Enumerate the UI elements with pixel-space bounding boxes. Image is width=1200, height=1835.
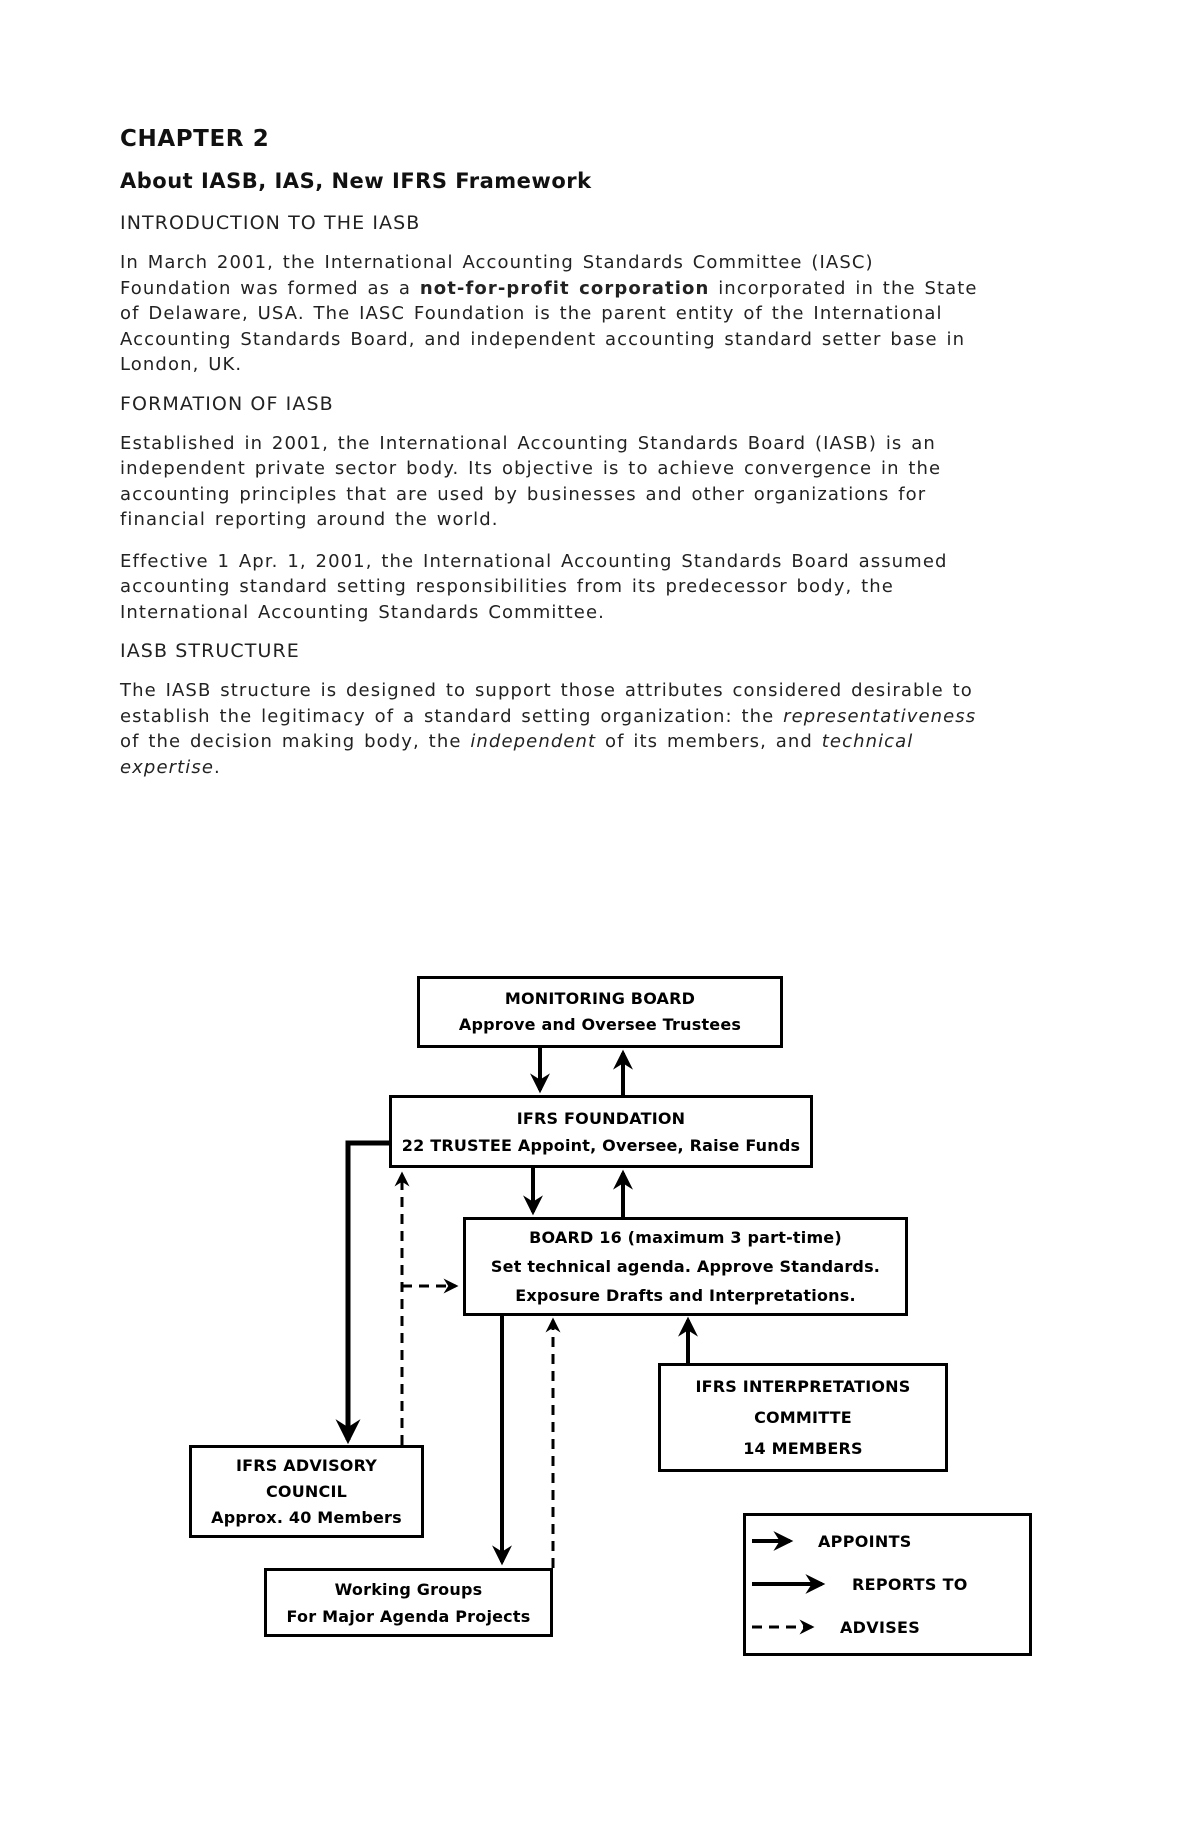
- box-monitoring-board-role: Approve and Oversee Trustees: [458, 1015, 742, 1034]
- diagram-connectors: [335, 1048, 698, 1568]
- section-heading-introduction: INTRODUCTION TO THE IASB: [120, 212, 421, 234]
- box-ifrs-advisory-council: IFRS ADVISORY COUNCIL Approx. 40 Members: [189, 1445, 424, 1538]
- box-ifrs-foundation-title: IFRS FOUNDATION: [516, 1108, 686, 1128]
- box-ifrs-foundation: IFRS FOUNDATION 22 TRUSTEE Appoint, Over…: [389, 1095, 813, 1168]
- box-advisory-title-1: IFRS ADVISORY: [235, 1455, 378, 1475]
- text-column: CHAPTER 2 About IASB, IAS, New IFRS Fram…: [120, 126, 1088, 780]
- section-heading-formation: FORMATION OF IASB: [120, 392, 334, 415]
- box-ifrs-interpretations-committee: IFRS INTERPRETATIONS COMMITTE 14 MEMBERS: [658, 1363, 948, 1472]
- box-working-groups: Working Groups For Major Agenda Projects: [264, 1568, 553, 1637]
- box-board-16-role-1: Set technical agenda. Approve Standards.: [490, 1257, 881, 1276]
- legend-row-reports-to: REPORTS TO: [750, 1572, 1029, 1596]
- chapter-heading: CHAPTER 2: [120, 126, 270, 152]
- box-ifrs-foundation-role: 22 TRUSTEE Appoint, Oversee, Raise Funds: [401, 1135, 801, 1155]
- legend-label-advises: ADVISES: [840, 1617, 921, 1637]
- box-advisory-members: Approx. 40 Members: [211, 1507, 402, 1527]
- paragraph-introduction-1: In March 2001, the International Account…: [120, 252, 978, 375]
- reports-to-arrow-icon: [752, 1574, 826, 1594]
- box-advisory-title-2: COUNCIL: [265, 1481, 348, 1501]
- box-interpretations-members: 14 MEMBERS: [743, 1439, 863, 1458]
- arrow-foundation-appoints-advisory: [335, 1140, 391, 1445]
- legend-row-appoints: APPOINTS: [750, 1529, 1029, 1553]
- box-working-groups-role: For Major Agenda Projects: [286, 1606, 531, 1626]
- advises-arrow-icon: [752, 1619, 815, 1635]
- legend-label-reports-to: REPORTS TO: [852, 1574, 968, 1594]
- appoints-arrow-icon: [752, 1531, 794, 1551]
- section-heading-structure: IASB STRUCTURE: [120, 640, 300, 662]
- paragraph-formation-1: Established in 2001, the International A…: [120, 432, 942, 531]
- page-title: About IASB, IAS, New IFRS Framework: [120, 169, 592, 193]
- paragraph-formation-2: Effective 1 Apr. 1, 2001, the Internatio…: [120, 550, 948, 623]
- box-board-16-title: BOARD 16 (maximum 3 part-time): [529, 1228, 842, 1247]
- box-interpretations-subtitle: COMMITTE: [754, 1408, 852, 1427]
- legend-label-appoints: APPOINTS: [818, 1531, 912, 1551]
- box-working-groups-title: Working Groups: [334, 1579, 483, 1599]
- box-board-16-role-2: Exposure Drafts and Interpretations.: [515, 1286, 856, 1305]
- box-monitoring-board: MONITORING BOARD Approve and Oversee Tru…: [417, 976, 783, 1048]
- box-monitoring-board-title: MONITORING BOARD: [504, 989, 696, 1008]
- paragraph-structure-1: The IASB structure is designed to suppor…: [120, 680, 977, 778]
- box-board-16: BOARD 16 (maximum 3 part-time) Set techn…: [463, 1217, 908, 1316]
- diagram-legend: APPOINTS REPORTS TO ADVISES: [743, 1513, 1032, 1656]
- box-interpretations-title: IFRS INTERPRETATIONS: [695, 1377, 911, 1396]
- legend-row-advises: ADVISES: [750, 1615, 1029, 1639]
